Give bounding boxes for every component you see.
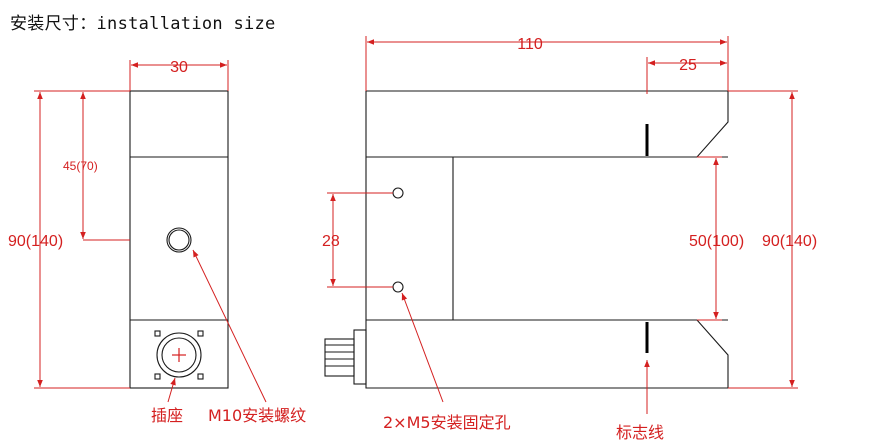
m10-leader	[192, 249, 267, 403]
m5-hole-top	[392, 187, 404, 199]
socket-icon	[154, 330, 204, 380]
m10-thread-hole	[166, 227, 192, 253]
socket-screw-tr	[197, 330, 204, 337]
dim-right-width-text: 110	[517, 36, 543, 53]
page-title: 安装尺寸：installation size	[10, 14, 276, 34]
side-view-labels: 插座 M10安装螺纹	[151, 249, 306, 425]
dim-left-half-text: 45(70)	[63, 159, 98, 173]
dim-slot-height-text: 50(100)	[689, 233, 744, 250]
m5-hole-bottom	[392, 281, 404, 293]
socket-label: 插座	[151, 406, 183, 425]
side-view-dimensions: 30 90(140) 45(70)	[8, 59, 229, 389]
m10-label: M10安装螺纹	[208, 406, 306, 425]
m5-label: 2×M5安装固定孔	[383, 413, 511, 432]
front-view-dimensions: 110 25 28 50(100) 90(140)	[322, 36, 817, 389]
front-view	[324, 90, 729, 389]
dim-right-height-text: 90(140)	[762, 233, 817, 250]
socket-leader	[167, 377, 176, 403]
socket-screw-br	[197, 373, 204, 380]
m5-leader	[401, 292, 444, 403]
mark-label: 标志线	[616, 423, 664, 442]
dim-right-slot-text: 25	[679, 57, 697, 74]
socket-inner-ring	[161, 337, 197, 373]
socket-outer-ring	[156, 332, 202, 378]
front-view-body	[365, 90, 729, 389]
dim-left-height-text: 90(140)	[8, 233, 63, 250]
side-view	[129, 90, 229, 389]
socket-screw-bl	[154, 373, 161, 380]
side-view-body	[129, 90, 229, 389]
dim-left-width-text: 30	[170, 59, 188, 76]
front-view-labels: 2×M5安装固定孔 标志线	[383, 292, 664, 442]
dim-hole-spacing-text: 28	[322, 233, 340, 250]
socket-screw-tl	[154, 330, 161, 337]
m10-thread-hole-inner	[168, 229, 190, 251]
connector-nut	[353, 329, 367, 385]
